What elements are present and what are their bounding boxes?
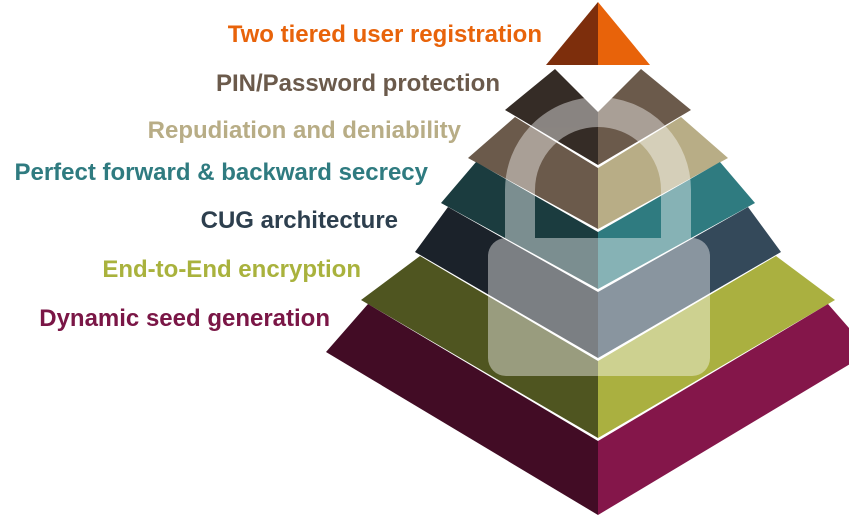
pyramid-layer-5-left-face xyxy=(415,207,598,358)
layer-label-repudiation-and-deniability: Repudiation and deniability xyxy=(147,117,461,144)
pyramid-layer-4-left-face xyxy=(441,162,598,289)
pyramid-layer-2-right-face xyxy=(598,69,691,165)
pyramid-layer-6 xyxy=(361,256,835,438)
pyramid-layer-7-right-face xyxy=(598,304,849,515)
pyramid-layer-2 xyxy=(505,69,691,165)
padlock-body xyxy=(488,238,710,376)
layer-label-pin-password-protection: PIN/Password protection xyxy=(215,70,500,97)
pyramid-layer-7-left-face xyxy=(326,304,598,515)
pyramid-layer-5 xyxy=(415,207,781,358)
layer-label-perfect-forward-backward-secrecy: Perfect forward & backward secrecy xyxy=(14,159,428,186)
padlock-icon xyxy=(488,97,710,376)
padlock-shackle xyxy=(505,97,691,245)
pyramid-layer-3-right-face xyxy=(598,117,728,229)
pyramid-layer-4 xyxy=(441,162,755,289)
layer-label-two-tiered-user-registration: Two tiered user registration xyxy=(227,21,542,48)
pyramid-layer-4-right-face xyxy=(598,162,755,289)
pyramid-layer-1-right-face xyxy=(598,2,650,65)
pyramid-layer-1 xyxy=(546,2,650,65)
pyramid-layer-3 xyxy=(468,117,728,229)
pyramid-layer-6-right-face xyxy=(598,256,835,438)
pyramid-layer-7 xyxy=(326,304,849,515)
layer-label-end-to-end-encryption: End-to-End encryption xyxy=(102,256,361,283)
pyramid-layer-2-left-face xyxy=(505,69,598,165)
layer-label-cug-architecture: CUG architecture xyxy=(200,207,398,234)
pyramid-layer-6-left-face xyxy=(361,256,598,438)
pyramid-layer-5-right-face xyxy=(598,207,781,358)
pyramid-layer-1-left-face xyxy=(546,2,598,65)
layer-label-dynamic-seed-generation: Dynamic seed generation xyxy=(39,305,330,332)
pyramid-layer-3-left-face xyxy=(468,117,598,229)
